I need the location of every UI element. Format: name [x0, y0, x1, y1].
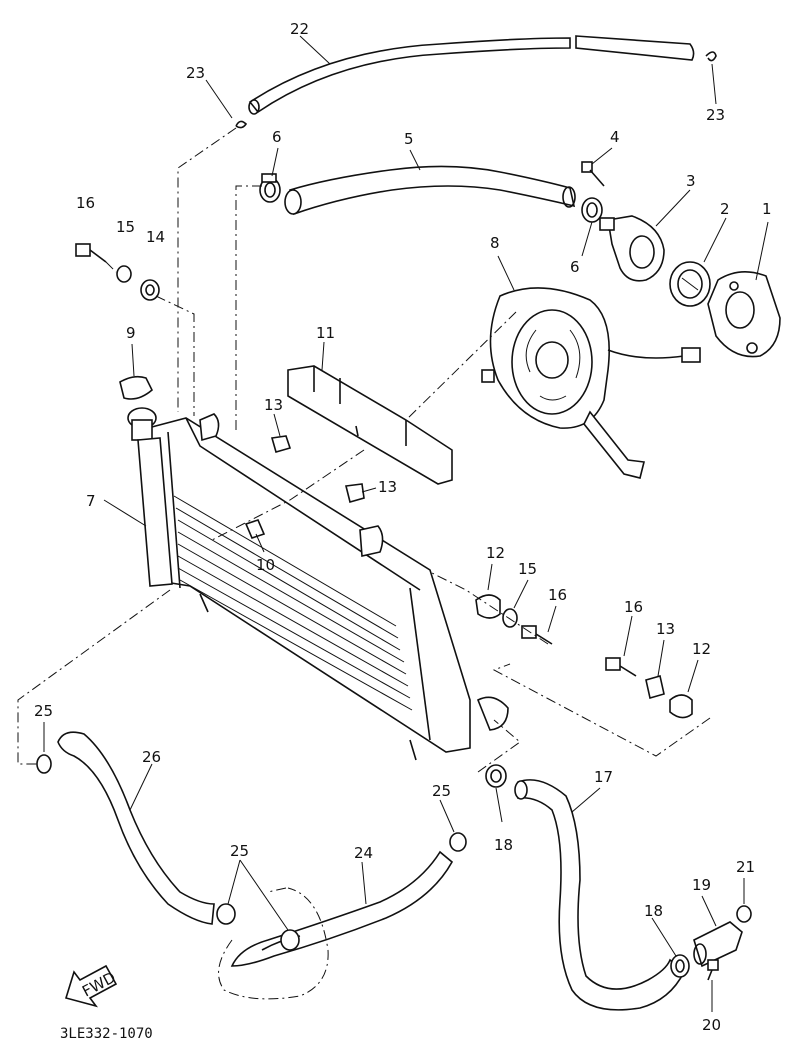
- thermostat-housing-1: [707, 271, 781, 358]
- drawing-code: 3LE332-1070: [60, 1026, 153, 1042]
- callout-15-a: 15: [116, 218, 135, 236]
- callout-21: 21: [736, 858, 755, 876]
- collar-15-b: [502, 608, 518, 628]
- callout-3: 3: [686, 172, 696, 190]
- callout-10: 10: [256, 556, 275, 574]
- bolt-16-c: [605, 657, 637, 677]
- bolt-20: [707, 959, 719, 981]
- damper-14: [140, 279, 160, 301]
- callout-9: 9: [126, 324, 136, 342]
- callout-26: 26: [142, 748, 161, 766]
- o-ring-21: [736, 905, 752, 923]
- callout-13-a: 13: [264, 396, 283, 414]
- thermostat-2: [669, 261, 711, 307]
- callout-16-a: 16: [76, 194, 95, 212]
- clip-9: [119, 375, 153, 400]
- callout-23-right: 23: [706, 106, 725, 124]
- callout-12-a: 12: [486, 544, 505, 562]
- callout-6-lower: 6: [570, 258, 580, 276]
- callout-18-a: 18: [494, 836, 513, 854]
- hose-clamp-25-b: [216, 903, 236, 925]
- bolt-16-b: [521, 625, 553, 645]
- callout-19: 19: [692, 876, 711, 894]
- hose-clamp-25-c: [280, 929, 300, 951]
- hose-26: [57, 731, 215, 925]
- callout-2: 2: [720, 200, 730, 218]
- hose-24: [230, 850, 454, 967]
- callout-25-b: 25: [432, 782, 451, 800]
- callout-16-c: 16: [624, 598, 643, 616]
- callout-8: 8: [490, 234, 500, 252]
- callout-6-upper: 6: [272, 128, 282, 146]
- bolt-4: [581, 161, 605, 187]
- fan-motor-8: [481, 287, 701, 479]
- damper-12-b: [669, 694, 693, 719]
- callout-24: 24: [354, 844, 373, 862]
- joint-19: [693, 921, 743, 968]
- callout-14: 14: [146, 228, 165, 246]
- collar-13-c: [645, 674, 665, 700]
- bolt-10: [244, 519, 266, 539]
- hose-clamp-6-upper: [259, 173, 281, 203]
- hose-17: [514, 779, 685, 1011]
- clip-23-left: [235, 120, 248, 129]
- callout-22: 22: [290, 20, 309, 38]
- thermostat-cover-3: [599, 215, 665, 282]
- callout-12-b: 12: [692, 640, 711, 658]
- callout-20: 20: [702, 1016, 721, 1034]
- bolt-16-top: [75, 243, 107, 263]
- callout-23-left: 23: [186, 64, 205, 82]
- damper-12-a: [475, 594, 501, 619]
- callout-11: 11: [316, 324, 335, 342]
- callout-5: 5: [404, 130, 414, 148]
- hose-clamp-25-a: [36, 754, 52, 774]
- cover-11: [287, 365, 453, 485]
- fwd-arrow-icon: FWD: [64, 964, 119, 1008]
- hose-clamp-18-a: [485, 764, 507, 788]
- callout-25-c: 25: [230, 842, 249, 860]
- callout-13-c: 13: [656, 620, 675, 638]
- hose-22: [248, 35, 695, 115]
- callout-16-b: 16: [548, 586, 567, 604]
- hose-clamp-25-d: [449, 832, 467, 852]
- collar-15-top: [116, 265, 132, 283]
- radiator-7: [127, 407, 509, 761]
- hose-5: [284, 165, 576, 216]
- callout-4: 4: [610, 128, 620, 146]
- hose-clamp-18-b: [670, 954, 690, 978]
- callout-17: 17: [594, 768, 613, 786]
- callout-numbers: 1 2 3 4 5 6 6 7 8 9 10 11 12 12 13 13 13…: [34, 20, 772, 1034]
- callout-25-a: 25: [34, 702, 53, 720]
- clip-23-right: [705, 51, 717, 62]
- callout-1: 1: [762, 200, 772, 218]
- callout-15-b: 15: [518, 560, 537, 578]
- callout-leaders: [43, 35, 769, 1012]
- grommet-13-a: [270, 435, 292, 453]
- grommet-13-b: [345, 483, 365, 503]
- callout-18-b: 18: [644, 902, 663, 920]
- callout-7: 7: [86, 492, 96, 510]
- callout-13-b: 13: [378, 478, 397, 496]
- leader-lines: [17, 127, 711, 1000]
- hose-clamp-6-lower: [581, 197, 603, 223]
